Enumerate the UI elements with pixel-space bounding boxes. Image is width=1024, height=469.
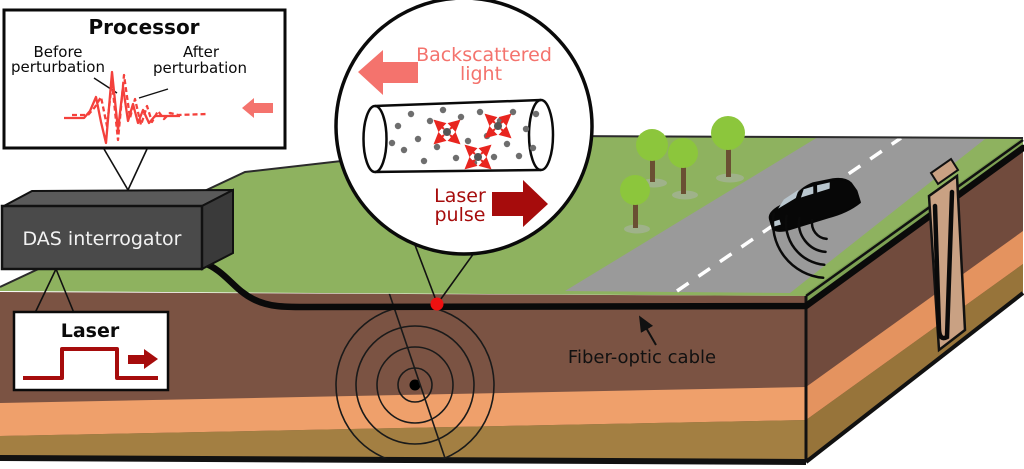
borehole <box>927 157 967 353</box>
borehole-cable-loop <box>932 189 955 341</box>
fiber-inset: Backscattered light <box>334 0 594 256</box>
car-windshield <box>778 189 799 209</box>
block-bottom-right-outline <box>804 291 1024 464</box>
soil-right-tan <box>806 264 1023 461</box>
laser-title: Laser <box>61 320 120 342</box>
das-interrogator: DAS interrogator <box>0 148 234 314</box>
interrogator-front-face <box>0 204 204 271</box>
before-label-line2: perturbation <box>11 58 105 76</box>
earth-block <box>0 134 1024 465</box>
car-side-window-front <box>800 186 814 198</box>
interrogator-label: DAS interrogator <box>23 228 182 250</box>
seismic-ray-line <box>379 292 448 461</box>
laser-pulse-label-line1: Laser <box>434 185 486 207</box>
after-label-line2: perturbation <box>153 59 247 77</box>
tree <box>711 116 745 183</box>
laser-pulse-waveform <box>23 347 158 380</box>
processor-title: Processor <box>88 15 199 39</box>
fiber-cylinder <box>362 98 555 174</box>
backscattered-arrow-icon <box>358 50 418 95</box>
soil-front-tan <box>0 420 806 461</box>
inset-callout-lines <box>414 244 475 304</box>
laser-right-arrow-icon <box>128 349 158 369</box>
block-topright-outline <box>805 138 1024 298</box>
soil-right-orange <box>806 231 1023 420</box>
laser-pulse-arrow-icon <box>492 180 548 227</box>
before-label-line1: Before <box>33 43 82 61</box>
scattering-centers <box>433 113 512 170</box>
car-side-window-rear <box>817 182 830 193</box>
car-headlight <box>772 219 781 227</box>
laser-panel: Laser <box>12 310 170 392</box>
seismic-source-point <box>409 379 421 391</box>
fiber-cable-label: Fiber-optic cable <box>568 315 716 368</box>
processor-panel: Processor Before perturbation After pert… <box>2 8 287 150</box>
fiber-optic-cable <box>198 144 1024 311</box>
after-pointer-line <box>138 88 169 99</box>
backscattered-label-line1: Backscattered <box>416 44 552 66</box>
interrogator-top-face <box>1 189 234 208</box>
fiber-label-text: Fiber-optic cable <box>568 347 716 368</box>
after-label-line1: After <box>183 43 220 61</box>
trees <box>620 116 745 234</box>
waveform-after <box>72 73 208 142</box>
connector-lines <box>34 148 148 314</box>
fiber-label-arrow <box>639 315 657 346</box>
tree <box>620 175 650 234</box>
car-body <box>768 177 861 232</box>
processor-left-arrow-icon <box>242 98 273 118</box>
laser-pulse-label-line2: pulse <box>435 204 486 226</box>
block-bottom-front-outline <box>0 455 807 465</box>
tree <box>668 138 698 200</box>
sensing-point-dot <box>430 297 444 311</box>
scatterer-dots <box>388 106 540 167</box>
borehole-cap <box>929 157 960 186</box>
soil-front-orange <box>0 387 806 436</box>
sound-waves <box>771 212 828 280</box>
car <box>768 177 861 232</box>
backscattered-label-line2: light <box>460 63 502 85</box>
